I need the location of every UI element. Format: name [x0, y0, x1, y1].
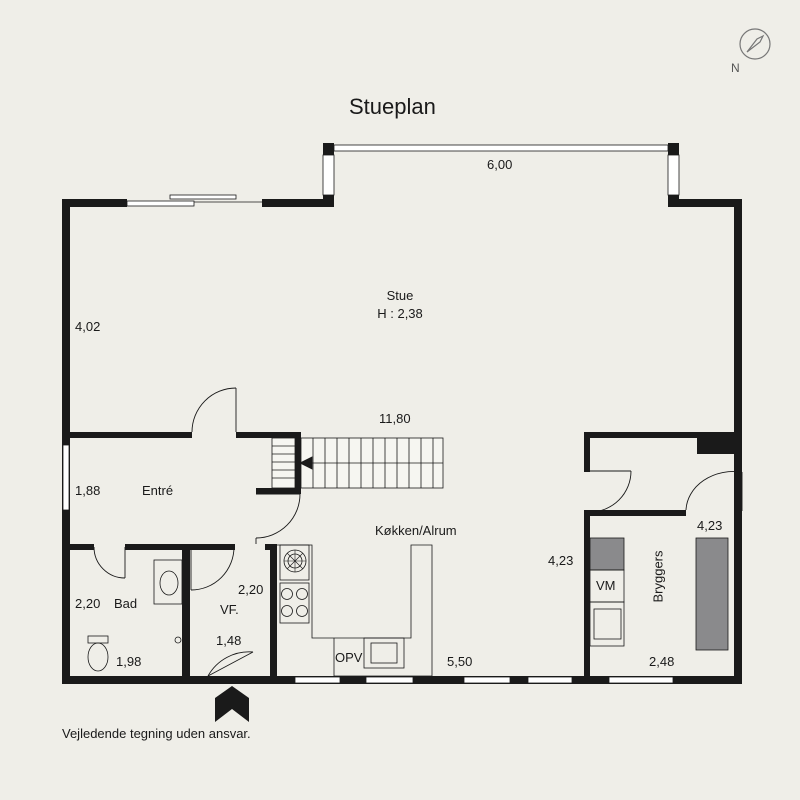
dim-mid-width: 11,80 [379, 411, 411, 426]
room-bryggers-name: Bryggers [650, 550, 666, 603]
room-koekken-name: Køkken/Alrum [375, 523, 457, 538]
dim-top-width: 6,00 [487, 157, 513, 172]
bathroom-fixtures [87, 559, 183, 672]
dim-koekken-bottom: 5,50 [447, 654, 473, 669]
room-bad-name: Bad [114, 596, 138, 611]
plan-title: Stueplan [349, 94, 436, 119]
dim-bad-left: 2,20 [75, 596, 101, 611]
staircase [271, 437, 444, 489]
dim-bad-bottom: 1,98 [116, 654, 142, 669]
dim-stue-left: 4,02 [75, 319, 101, 334]
room-vf-name: VF. [220, 602, 239, 617]
bryggers-fixtures [589, 537, 729, 651]
doors [93, 387, 743, 677]
fan-lines [284, 550, 306, 572]
kitchen-counters [277, 544, 433, 677]
compass-north-label: N [731, 61, 740, 75]
room-stue-name: Stue [386, 288, 414, 303]
room-entre-name: Entré [142, 483, 174, 498]
windows [62, 144, 680, 684]
compass-icon [739, 28, 771, 60]
dim-vf-top: 2,20 [238, 582, 264, 597]
dim-bryggers-bottom: 2,48 [649, 654, 675, 669]
disclaimer-text: Vejledende tegning uden ansvar. [62, 726, 251, 741]
dim-bryggers-right: 4,23 [697, 518, 723, 533]
dim-koekken-right: 4,23 [548, 553, 574, 568]
interior-walls [62, 432, 737, 676]
entrance-arrow-icon [215, 686, 249, 722]
fixture-vm-label: VM [596, 578, 616, 593]
dim-vf-bottom: 1,48 [216, 633, 242, 648]
dim-entre-left: 1,88 [75, 483, 101, 498]
fixture-opv-label: OPV [335, 650, 363, 665]
room-stue-height: H : 2,38 [377, 306, 423, 321]
